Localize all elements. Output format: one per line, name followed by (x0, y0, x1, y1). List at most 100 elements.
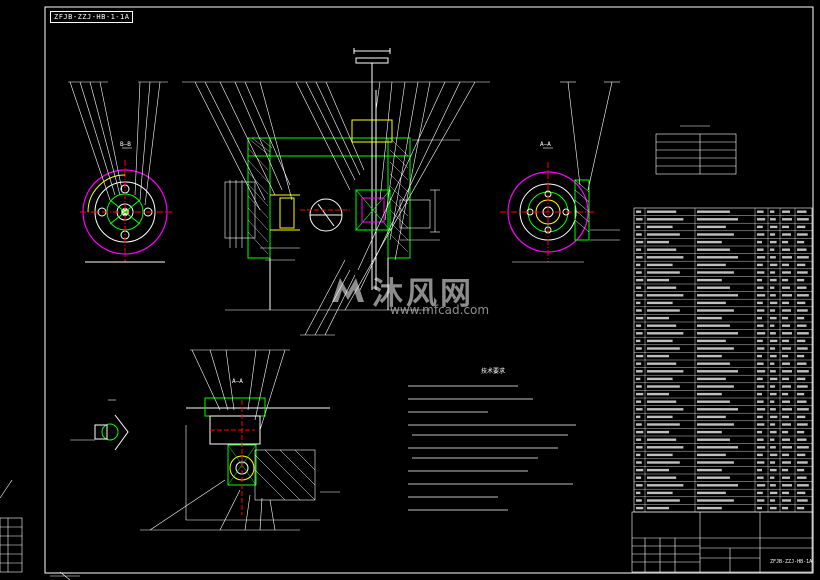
parts-list-cell-text (636, 370, 643, 373)
parts-list-cell-text (757, 385, 765, 388)
parts-list-cell-text (636, 233, 642, 236)
parts-list-cell-text (697, 377, 726, 381)
main-section-view (182, 48, 490, 336)
parts-list-cell-text (770, 278, 777, 282)
parts-list-cell-text (697, 347, 734, 350)
mfcad-logo-icon (332, 278, 364, 302)
parts-list-cell-text (636, 316, 644, 320)
parts-list-cell-text (797, 240, 805, 244)
parts-list-cell-text (770, 210, 775, 213)
parts-list-cell-text (647, 385, 680, 388)
parts-list-cell-text (797, 385, 808, 388)
parts-list-cell-text (797, 453, 806, 457)
notes-text-lines (408, 385, 576, 511)
parts-list-cell-text (647, 218, 684, 221)
parts-list-cell-text (797, 301, 806, 305)
parts-list-cell-text (782, 316, 789, 320)
parts-list-cell-text (697, 324, 730, 327)
parts-list-cell-text (770, 256, 776, 259)
parts-list-cell-text (636, 461, 642, 464)
parts-list-cell-text (770, 461, 776, 464)
parts-list-cell-text (770, 370, 776, 373)
parts-list-cell-text (697, 461, 734, 464)
parts-list-cell-text (782, 446, 792, 449)
parts-list-cell-text (797, 506, 805, 510)
parts-list-cell-text (770, 468, 777, 472)
parts-list-cell-text (647, 233, 680, 236)
parts-list-cell-text (697, 354, 722, 358)
parts-list-cell-text (770, 400, 775, 403)
parts-list-cell-text (697, 225, 726, 229)
parts-list-cell-text (757, 438, 764, 441)
notes-title: 技术要求 (480, 368, 505, 375)
parts-list-cell-text (697, 218, 738, 221)
parts-list-cell-text (636, 347, 642, 350)
parts-list-cell-text (647, 377, 673, 381)
parts-list-cell-text (636, 506, 644, 510)
parts-list-cell-text (782, 377, 789, 381)
parts-list-cell-text (697, 484, 738, 487)
parts-list-cell-text (757, 233, 765, 236)
parts-list-cell-text (770, 438, 775, 441)
parts-list-cell-text (757, 468, 762, 472)
parts-list-cell-text (697, 423, 734, 426)
parts-list-cell-text (636, 332, 643, 335)
parts-list-cell-text (782, 476, 790, 479)
parts-list-cell-text (797, 210, 807, 213)
parts-list-cell-text (697, 430, 722, 434)
parts-list-cell-text (697, 256, 738, 259)
parts-list-cell-text (797, 324, 807, 327)
parts-list-cell-text (782, 210, 790, 213)
parts-list-cell-text (636, 225, 641, 229)
parts-list-cell-text (697, 499, 734, 502)
parts-list-cell-text (647, 347, 680, 350)
parts-list-cell-text (636, 392, 644, 396)
parts-list-cell-text (647, 446, 684, 449)
parts-list-cell-text (697, 309, 734, 312)
parts-list-cell-text (636, 218, 643, 221)
parts-list-cell-text (647, 468, 669, 472)
parts-list-cell-text (770, 430, 777, 434)
parts-list-cell-text (697, 506, 722, 510)
parts-list-cell-text (770, 248, 775, 251)
parts-list-cell-text (647, 484, 684, 487)
parts-list-cell-text (757, 362, 764, 365)
parts-list-cell-text (782, 263, 789, 267)
parts-list-cell-text (636, 278, 644, 282)
parts-list-cell-text (782, 468, 789, 472)
parts-list-cell-text (770, 362, 775, 365)
parts-list-cell-text (782, 408, 792, 411)
parts-list-cell-text (697, 210, 730, 213)
parts-list-cell-text (697, 370, 738, 373)
parts-list-cell-text (757, 225, 763, 229)
parts-list-cell-text (697, 294, 738, 297)
parts-list-cell-text (757, 286, 764, 289)
parts-list-cell-text (770, 286, 775, 289)
parts-list-cell-text (797, 446, 809, 449)
parts-list-cell-text (770, 354, 777, 358)
parts-list-cell-text (636, 499, 642, 502)
parts-list-cell-text (647, 324, 677, 327)
parts-list-cell-text (636, 339, 641, 343)
parts-list-cell-text (697, 491, 726, 495)
parts-list-cell-text (797, 430, 805, 434)
parts-list-cell-text (770, 453, 778, 457)
parts-list-cell-text (636, 438, 642, 441)
parts-list-cell-text (647, 438, 677, 441)
parts-list-cell-text (757, 400, 764, 403)
parts-list-cell-text (757, 332, 766, 335)
parts-list-cell-text (636, 484, 643, 487)
parts-list-cell-text (797, 225, 806, 229)
parts-list-cell-text (757, 218, 766, 221)
parts-list-cell-text (647, 301, 673, 305)
parts-list-cell-text (647, 263, 673, 267)
parts-list-cell-text (770, 316, 777, 320)
parts-list-cell-text (782, 430, 789, 434)
parts-list-cell-text (697, 362, 730, 365)
parts-list-cell-text (770, 347, 776, 350)
parts-list-cell-text (782, 438, 790, 441)
parts-list-cell-text (770, 423, 776, 426)
parts-list-cell-text (782, 362, 790, 365)
parts-list-cell-text (647, 461, 680, 464)
parts-list-cell-text (797, 499, 808, 502)
